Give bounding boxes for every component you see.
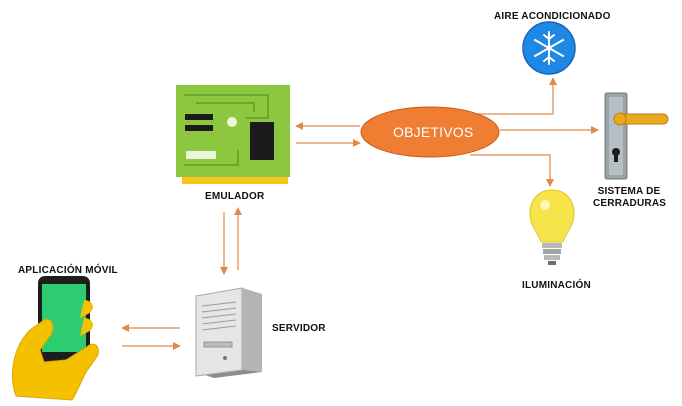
smartphone-hand-icon [12, 276, 99, 401]
server-tower-icon [195, 287, 262, 378]
snowflake-icon [522, 21, 576, 75]
locks-label-line2: CERRADURAS [593, 198, 667, 209]
emulator-label: EMULADOR [205, 191, 265, 202]
mobile-app-label: APLICACIÓN MÓVIL [18, 265, 118, 276]
aircon-label: AIRE ACONDICIONADO [494, 11, 611, 22]
connectors [121, 77, 599, 350]
circuit-board-icon [176, 85, 290, 184]
lighting-label: ILUMINACIÓN [522, 280, 591, 291]
arrow-hub-to-lighting [470, 154, 554, 187]
objetivos-hub [360, 106, 500, 158]
light-bulb-icon [529, 189, 575, 265]
objetivos-label: OBJETIVOS [393, 124, 474, 140]
arrow-hub-to-aircon [462, 77, 557, 115]
door-lock-icon [604, 92, 669, 180]
server-label: SERVIDOR [272, 323, 326, 334]
locks-label-line1: SISTEMA DE [597, 186, 661, 197]
